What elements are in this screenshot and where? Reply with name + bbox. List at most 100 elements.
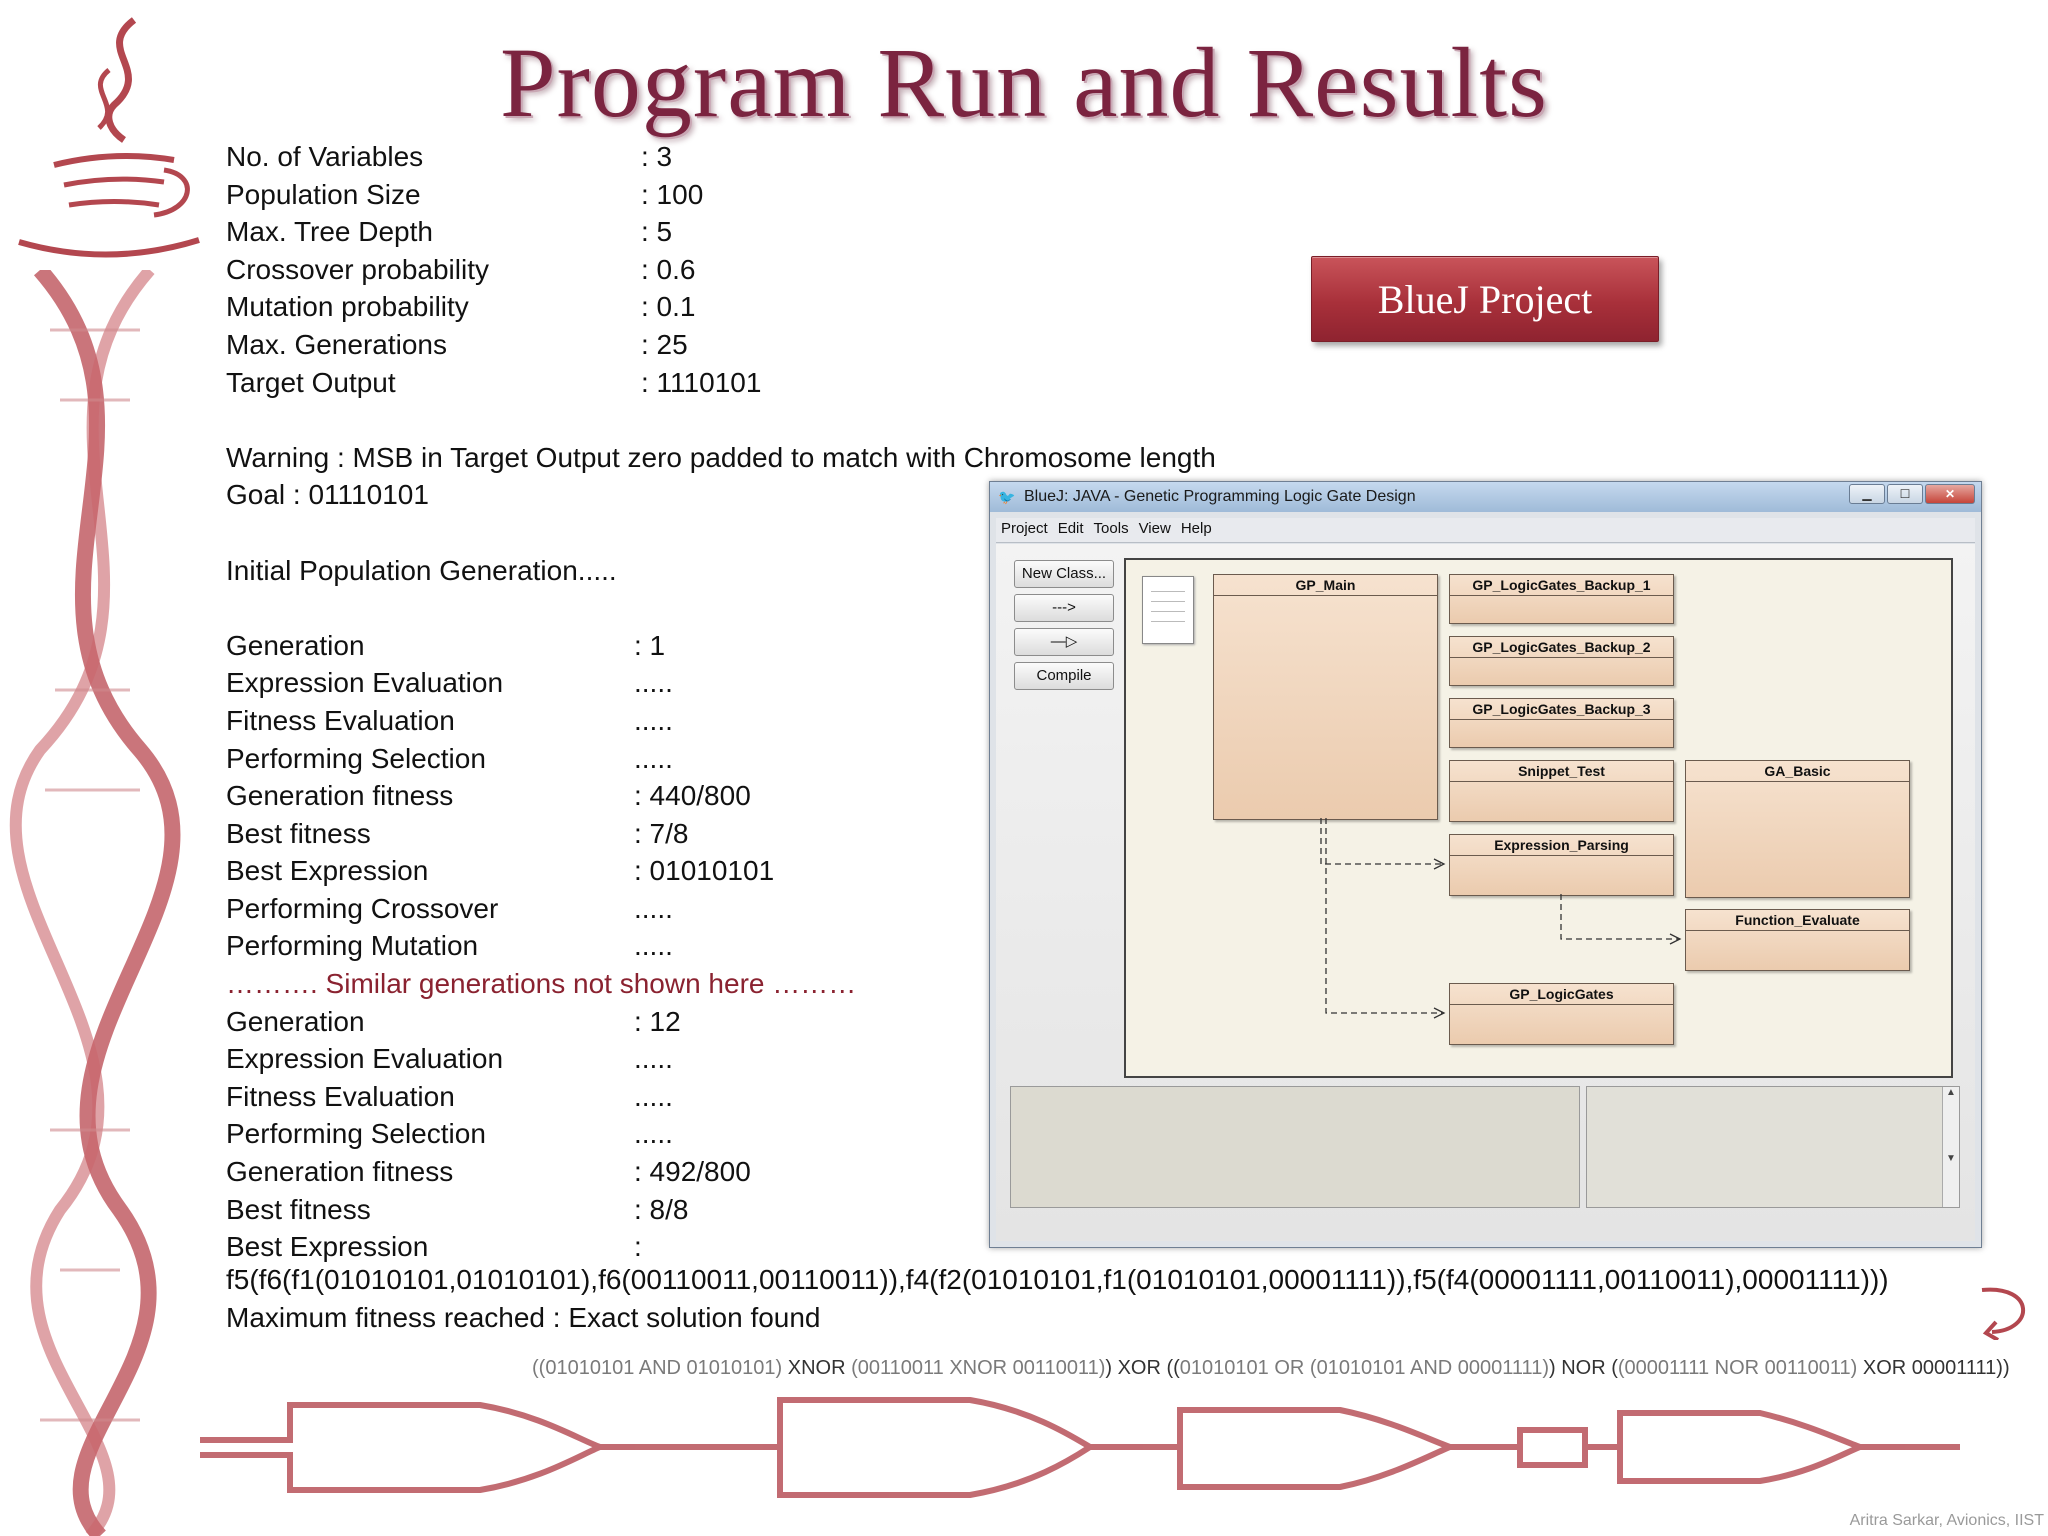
gen-row: Fitness Evaluation.....	[226, 702, 1216, 740]
gen-value: .....	[634, 1118, 673, 1150]
gen-value: .....	[634, 892, 673, 924]
class-gp-main[interactable]: GP_Main	[1213, 574, 1438, 820]
class-snippet-test[interactable]: Snippet_Test	[1449, 760, 1674, 822]
window-title: BlueJ: JAVA - Genetic Programming Logic …	[1024, 488, 1416, 505]
param-value: : 1110101	[641, 366, 762, 398]
gen-value: : 1	[634, 629, 666, 661]
gen-value: : 492/800	[634, 1156, 751, 1188]
param-value: : 3	[641, 141, 673, 172]
gen-label: Best fitness	[226, 817, 371, 849]
gen-label: Generation	[226, 1005, 365, 1037]
param-label: No. of Variables	[226, 141, 424, 172]
gen-label: Best Expression	[226, 855, 429, 887]
maximize-button[interactable]: ☐	[1887, 484, 1923, 504]
gen-row: Expression Evaluation.....	[226, 664, 1216, 702]
class-name: GP_Main	[1214, 575, 1437, 596]
inheritance-arrow-button[interactable]: —▷	[1014, 628, 1114, 656]
compile-button[interactable]: Compile	[1014, 662, 1114, 690]
logic-circuit-decoration	[200, 1397, 1960, 1498]
best-expression-text: f5(f6(f1(01010101,01010101),f6(00110011,…	[226, 1264, 1889, 1295]
gen-label: Performing Crossover	[226, 892, 499, 924]
param-row: Target Output: 1110101	[226, 364, 1216, 402]
new-class-button[interactable]: New Class...	[1014, 560, 1114, 588]
param-row: No. of Variables : 3	[226, 138, 1216, 176]
readme-note-icon[interactable]	[1142, 576, 1194, 644]
param-row: Crossover probability: 0.6	[226, 251, 1216, 289]
terminal-panel: ▲▼	[1010, 1086, 1960, 1208]
dna-helix-decoration	[9, 270, 181, 1536]
class-diagram-canvas[interactable]: GP_Main GP_LogicGates_Backup_1 GP_LogicG…	[1124, 558, 1953, 1078]
dependency-arrow-button[interactable]: --->	[1014, 594, 1114, 622]
minimize-button[interactable]: ▁	[1849, 484, 1885, 504]
gen-label: Generation	[226, 629, 365, 661]
gen-row: Fitness Evaluation.....	[226, 1078, 1216, 1116]
gen-label: Performing Mutation	[226, 930, 479, 962]
gen-row: Performing Selection.....	[226, 740, 1216, 778]
menu-project[interactable]: Project	[1001, 520, 1048, 537]
gen-label: Generation fitness	[226, 1156, 454, 1188]
bluej-project-button[interactable]: BlueJ Project	[1311, 256, 1659, 342]
param-row: Population Size: 100	[226, 176, 1216, 214]
author-credit: Aritra Sarkar, Avionics, IIST	[1849, 1512, 2044, 1529]
class-gp-logicgates-backup-2[interactable]: GP_LogicGates_Backup_2	[1449, 636, 1674, 686]
param-row: Max. Generations: 25	[226, 326, 1216, 364]
gen-value: : 8/8	[634, 1193, 689, 1225]
menu-edit[interactable]: Edit	[1057, 520, 1084, 537]
logic-part: 01010101 AND 01010101)	[545, 1357, 783, 1379]
logic-part: XNOR	[782, 1357, 852, 1379]
class-function-evaluate[interactable]: Function_Evaluate	[1685, 909, 1910, 971]
logic-part: (00001111 NOR 00110011)	[1617, 1357, 1858, 1379]
gen-row: Best fitness: 8/8	[226, 1191, 1216, 1229]
class-name: GP_LogicGates	[1450, 984, 1673, 1005]
gen-value: :	[634, 1231, 642, 1263]
gen-value: .....	[634, 742, 673, 774]
menu-bar: Project Edit Tools View Help	[996, 518, 1975, 543]
logic-part: ) XOR ((	[1105, 1357, 1180, 1379]
gen-row: Generation : 12	[226, 1003, 1216, 1041]
gen-value: : 7/8	[634, 817, 689, 849]
gen-value: .....	[634, 930, 673, 962]
class-name: GP_LogicGates_Backup_3	[1450, 699, 1673, 720]
gen-value: .....	[634, 1080, 673, 1112]
param-value: : 5	[641, 216, 673, 248]
window-titlebar: 🐦 BlueJ: JAVA - Genetic Programming Logi…	[990, 482, 1981, 512]
gen-value: : 440/800	[634, 780, 751, 812]
class-ga-basic[interactable]: GA_Basic	[1685, 760, 1910, 898]
menu-view[interactable]: View	[1138, 520, 1171, 537]
class-name: Snippet_Test	[1450, 761, 1673, 782]
gen-row: Performing Crossover.....	[226, 890, 1216, 928]
gen-label: Performing Selection	[226, 742, 486, 774]
gen-value: : 12	[634, 1005, 681, 1037]
logic-part: ((	[532, 1357, 546, 1379]
param-label: Max. Tree Depth	[226, 216, 433, 248]
menu-help[interactable]: Help	[1180, 520, 1212, 537]
gen-row: Performing Mutation.....	[226, 927, 1216, 965]
class-gp-logicgates[interactable]: GP_LogicGates	[1449, 983, 1674, 1045]
logic-part: XOR 00001111))	[1857, 1357, 2010, 1379]
dependency-arrows	[1320, 818, 1682, 1019]
codepad-area[interactable]: ▲▼	[1586, 1086, 1960, 1208]
similar-generations-note: ………. Similar generations not shown here …	[226, 968, 857, 1000]
close-button[interactable]: ✕	[1925, 484, 1975, 504]
gen-label: Fitness Evaluation	[226, 1080, 455, 1112]
class-gp-logicgates-backup-3[interactable]: GP_LogicGates_Backup_3	[1449, 698, 1674, 748]
output-area[interactable]	[1010, 1086, 1580, 1208]
gen-row: Generation fitness : 492/800	[226, 1153, 1216, 1191]
gen-label: Best Expression	[226, 1231, 429, 1263]
gen-row: Generation : 1	[226, 627, 1216, 665]
java-logo	[18, 17, 200, 258]
param-value: : 100	[641, 178, 704, 210]
bluej-window: 🐦 BlueJ: JAVA - Genetic Programming Logi…	[989, 481, 1982, 1248]
class-gp-logicgates-backup-1[interactable]: GP_LogicGates_Backup_1	[1449, 574, 1674, 624]
menu-tools[interactable]: Tools	[1093, 520, 1129, 537]
gen-label: Generation fitness	[226, 780, 454, 812]
scrollbar[interactable]: ▲▼	[1942, 1087, 1959, 1207]
param-value: : 0.6	[641, 253, 696, 285]
logic-expression: ((01010101 AND 01010101) XNOR (00110011 …	[532, 1357, 2010, 1380]
logic-part: (00110011 XNOR 00110011)	[851, 1357, 1106, 1379]
logic-part: 01010101 OR	[1179, 1357, 1310, 1379]
class-name: GA_Basic	[1686, 761, 1909, 782]
gen-label: Expression Evaluation	[226, 667, 504, 699]
gen-row: Best fitness : 7/8	[226, 815, 1216, 853]
class-expression-parsing[interactable]: Expression_Parsing	[1449, 834, 1674, 896]
